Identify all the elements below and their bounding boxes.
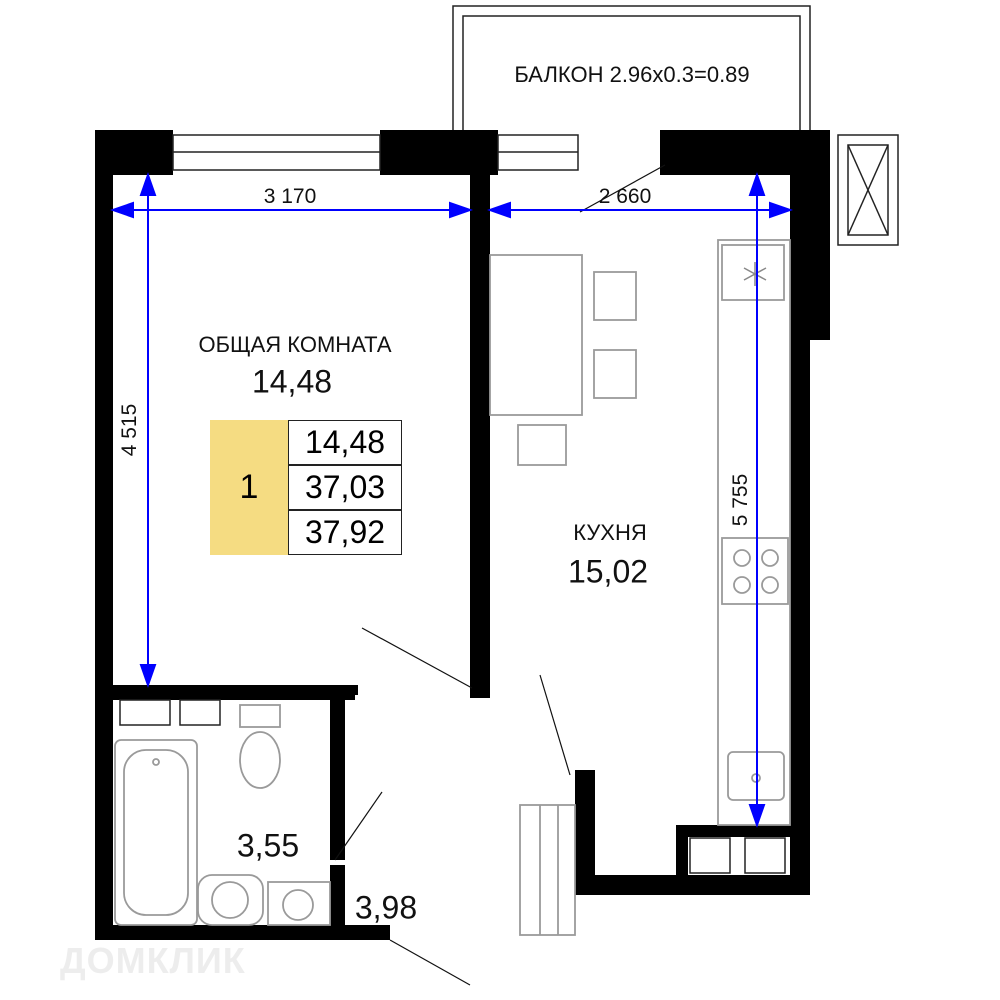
walls bbox=[95, 130, 830, 940]
hall-area: 3,98 bbox=[354, 889, 418, 926]
living-room-name: ОБЩАЯ КОМНАТА bbox=[198, 332, 392, 357]
counter bbox=[717, 239, 791, 826]
toilet-tank bbox=[239, 704, 281, 728]
balcony bbox=[452, 5, 811, 130]
kitchen-width-dimension: 2 660 bbox=[598, 185, 652, 208]
living-room-area: 14,48 bbox=[251, 363, 333, 400]
door-swings bbox=[334, 164, 666, 986]
dining-table bbox=[489, 254, 583, 416]
watermark-logo: ДОМКЛИК bbox=[60, 940, 246, 981]
fridge bbox=[721, 244, 785, 301]
chair bbox=[517, 424, 567, 466]
rooms-count: 1 bbox=[210, 420, 288, 555]
toilet-bowl bbox=[239, 731, 281, 789]
balcony-label: БАЛКОН 2.96х0.3=0.89 bbox=[514, 62, 750, 87]
summary-total-area: 37,03 bbox=[288, 465, 402, 510]
kitchen-length-dimension: 5 755 bbox=[729, 473, 752, 527]
fridge-snowflake-icon bbox=[743, 262, 767, 286]
summary-total-area-with-balcony: 37,92 bbox=[288, 510, 402, 555]
washbasin bbox=[197, 874, 264, 926]
wardrobe bbox=[519, 804, 576, 936]
stove bbox=[721, 537, 789, 605]
kitchen-area: 15,02 bbox=[567, 553, 649, 590]
washing-machine bbox=[267, 881, 331, 926]
chair bbox=[593, 349, 637, 399]
bathroom-area: 3,55 bbox=[236, 827, 300, 864]
bathtub bbox=[114, 739, 198, 926]
kitchen-name: КУХНЯ bbox=[573, 520, 647, 545]
summary-living-area: 14,48 bbox=[288, 420, 402, 465]
chair bbox=[593, 271, 637, 321]
dimension-lines bbox=[109, 171, 794, 829]
living-length-dimension: 4 515 bbox=[118, 403, 141, 457]
windows bbox=[119, 134, 899, 874]
living-width-dimension: 3 170 bbox=[263, 185, 317, 208]
